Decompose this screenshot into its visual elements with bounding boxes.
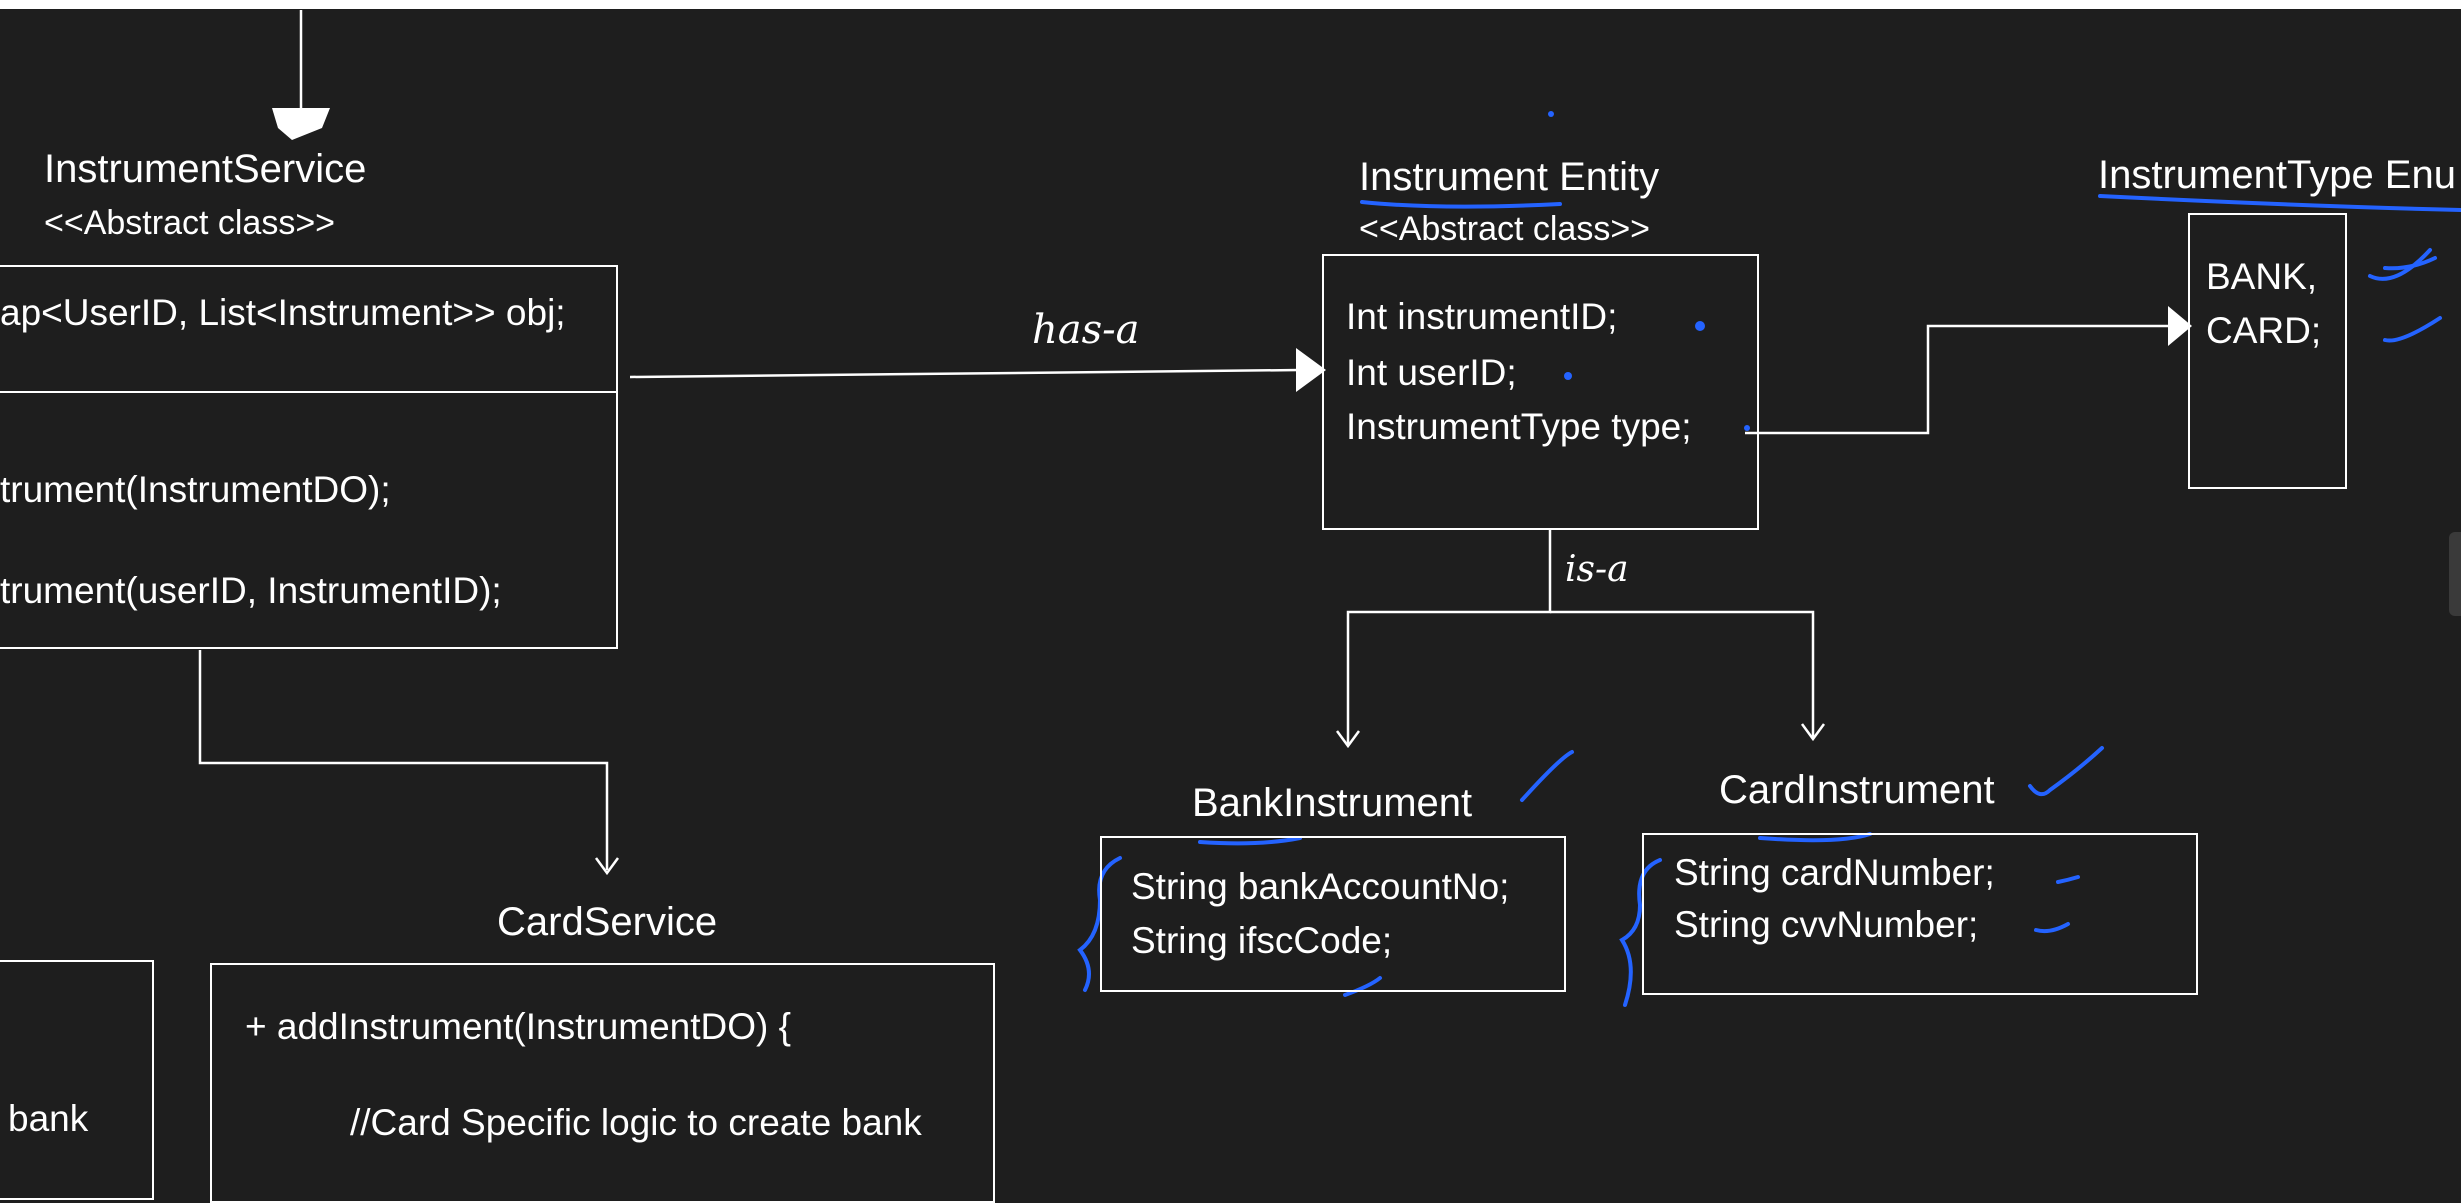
is-a-left-line <box>1346 530 1552 745</box>
instrument-service-stereotype: <<Abstract class>> <box>44 204 336 242</box>
instrument-type-enum-box <box>2188 213 2347 489</box>
card-instrument-title: CardInstrument <box>1719 768 1995 812</box>
instrument-service-title: InstrumentService <box>44 147 367 191</box>
instrument-service-divider <box>0 391 618 393</box>
bank-instrument-field: String ifscCode; <box>1131 920 1393 961</box>
bank-instrument-title: BankInstrument <box>1192 781 1473 825</box>
underline-instrument <box>1360 200 1562 209</box>
has-a-line <box>629 368 1301 379</box>
card-instrument-field: String cvvNumber; <box>1674 904 1979 945</box>
card-service-title: CardService <box>497 900 718 944</box>
instrument-service-box <box>0 265 618 649</box>
instrument-service-field: ap<UserID, List<Instrument>> obj; <box>0 292 566 333</box>
arrowhead-bankinstrument <box>1335 730 1361 749</box>
card-service-method: + addInstrument(InstrumentDO) { <box>245 1006 791 1047</box>
bank-instrument-field: String bankAccountNo; <box>1131 866 1510 907</box>
card-service-box <box>210 963 995 1203</box>
instrument-service-method-get: trument(userID, InstrumentID); <box>0 570 502 611</box>
service-branch-line <box>198 650 609 870</box>
instrument-entity-box <box>1322 254 1759 530</box>
arrowhead-instrumentservice <box>272 108 330 140</box>
instrument-entity-title: Instrument Entity <box>1359 155 1660 199</box>
arrowhead-enum <box>2168 306 2192 346</box>
enum-value: CARD; <box>2206 310 2322 351</box>
tick-ifsc <box>1343 976 1382 997</box>
arrowhead-cardinstrument <box>1800 723 1826 742</box>
dot-instrumentid <box>1695 321 1705 331</box>
card-instrument-field: String cardNumber; <box>1674 852 1995 893</box>
check-bank-enum-2 <box>2383 256 2437 271</box>
bank-service-partial-text: bank <box>8 1098 89 1139</box>
check-bank-enum <box>2368 248 2432 281</box>
underline-cardinstrument <box>1758 832 1872 843</box>
bank-service-box-partial <box>0 960 154 1200</box>
arrowhead-cardservice <box>594 857 620 876</box>
is-a-label: is-a <box>1565 549 1629 590</box>
tick-cardnumber <box>2056 875 2080 884</box>
instrument-service-method-add: trument(InstrumentDO); <box>0 469 391 510</box>
arrowhead-has-a <box>1296 348 1326 392</box>
dot-userid <box>1564 372 1572 380</box>
top-edge-strip <box>0 0 2461 9</box>
dot-type <box>1744 425 1750 431</box>
dot-top <box>1548 111 1554 117</box>
instrument-entity-field: Int userID; <box>1346 352 1517 393</box>
has-a-label: has-a <box>1032 307 1140 353</box>
instrument-entity-field: InstrumentType type; <box>1346 406 1692 447</box>
check-card-enum <box>2383 316 2442 343</box>
check-bank <box>1520 750 1574 802</box>
bank-instrument-box <box>1100 836 1566 992</box>
underline-instrumenttype <box>2098 194 2461 212</box>
tick-cvvnumber <box>2034 922 2070 934</box>
is-a-right-line <box>1550 610 1815 738</box>
type-to-enum-line <box>1745 324 2177 435</box>
check-card <box>2028 746 2104 797</box>
underline-bankinstrument <box>1198 836 1302 846</box>
instrument-type-enum-title: InstrumentType Enu <box>2098 153 2456 197</box>
card-instrument-box <box>1642 833 2198 995</box>
card-service-comment: //Card Specific logic to create bank <box>350 1102 922 1143</box>
brace-bank <box>1077 856 1122 992</box>
enum-value: BANK, <box>2206 256 2318 297</box>
instrument-entity-field: Int instrumentID; <box>1346 296 1618 337</box>
instrument-entity-stereotype: <<Abstract class>> <box>1359 210 1651 248</box>
side-scroll-handle[interactable] <box>2449 532 2461 616</box>
